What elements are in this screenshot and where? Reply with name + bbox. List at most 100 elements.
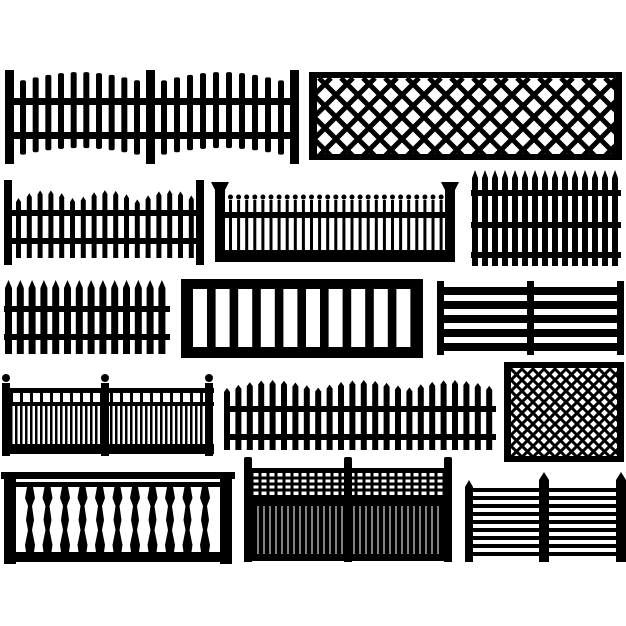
picket — [134, 80, 140, 155]
bar — [125, 406, 128, 446]
bar-top — [140, 393, 143, 402]
baluster — [165, 487, 175, 552]
picket — [383, 382, 390, 450]
spike-finial — [381, 194, 387, 200]
bar-top — [190, 393, 193, 402]
lattice-slat — [317, 78, 399, 156]
picket — [612, 170, 618, 266]
spike-bar — [269, 200, 273, 252]
picket — [200, 73, 206, 149]
spike-bar — [253, 200, 257, 252]
bar-top — [160, 393, 163, 402]
bar — [30, 406, 33, 446]
picket — [552, 170, 558, 266]
lattice-slat — [315, 78, 377, 142]
spike-bar — [334, 200, 338, 252]
lattice-slat — [493, 78, 575, 156]
lattice-slat — [511, 368, 602, 458]
picket — [108, 74, 115, 151]
picket — [278, 80, 284, 155]
post-finial — [205, 374, 213, 382]
spike-finial — [309, 194, 314, 200]
panel-opening — [351, 289, 366, 347]
picket — [315, 387, 322, 450]
lattice-slat — [511, 368, 558, 416]
picket — [213, 72, 219, 149]
lattice-slat — [511, 368, 569, 427]
picket — [59, 193, 65, 258]
bar-top — [200, 393, 203, 402]
picket — [134, 280, 142, 354]
spike-bar — [439, 200, 443, 252]
lattice-slat — [530, 368, 619, 458]
slat — [465, 520, 626, 524]
post-finial — [2, 374, 10, 382]
picket — [463, 380, 470, 450]
panel-opening — [215, 289, 230, 347]
bar-top — [20, 393, 23, 402]
picket — [417, 384, 424, 450]
picket — [395, 385, 401, 450]
bar — [145, 406, 148, 446]
baluster-railing — [1, 472, 235, 564]
baluster — [147, 487, 158, 552]
lattice-slat — [405, 78, 487, 156]
spike-bar — [358, 200, 362, 252]
lattice-slat — [585, 423, 619, 458]
spike-finial — [357, 194, 363, 200]
spike-bar — [423, 200, 427, 252]
lattice-slat — [563, 401, 619, 458]
lattice-slat — [511, 368, 580, 438]
picket — [246, 382, 253, 450]
lattice-slat — [427, 78, 509, 156]
slat — [465, 512, 626, 516]
wavy-top-picket-fence — [224, 380, 496, 450]
spike-bar — [245, 200, 249, 252]
picket — [269, 380, 276, 450]
picket — [124, 194, 129, 258]
picket — [134, 199, 140, 258]
lattice-slat — [315, 136, 333, 156]
panel-opening — [396, 289, 411, 347]
bar — [55, 406, 58, 446]
bar-top — [100, 393, 103, 402]
picket — [145, 195, 151, 258]
lattice-slat — [471, 78, 553, 156]
picket — [281, 380, 287, 450]
picket — [20, 80, 26, 155]
bar-top — [110, 393, 113, 402]
picket — [512, 170, 518, 266]
board — [437, 329, 624, 337]
picket — [429, 381, 436, 450]
bar — [130, 406, 133, 446]
square-lattice-panel — [504, 362, 624, 462]
bar — [195, 406, 198, 446]
panel-opening — [260, 289, 275, 347]
picket — [91, 192, 97, 258]
picket — [326, 384, 333, 450]
picket — [113, 190, 119, 258]
bar — [205, 406, 208, 446]
spike-finial — [414, 194, 420, 200]
picket — [452, 380, 458, 450]
lattice-slat — [541, 379, 619, 458]
spike-bar — [399, 200, 403, 252]
lattice-slat — [596, 368, 619, 392]
picket — [32, 77, 39, 153]
lattice-slat — [552, 390, 619, 458]
picket — [592, 170, 598, 266]
bar — [185, 406, 188, 446]
picket — [99, 280, 107, 354]
baluster — [182, 487, 193, 552]
spike-finial — [430, 194, 436, 200]
spike-bar — [229, 200, 232, 252]
picket — [474, 383, 481, 450]
picket — [64, 280, 71, 354]
post — [205, 383, 213, 456]
spike-bar — [391, 200, 394, 252]
picket — [226, 72, 232, 149]
picket — [562, 170, 568, 266]
slat — [465, 496, 626, 500]
lattice-slat — [511, 368, 536, 394]
